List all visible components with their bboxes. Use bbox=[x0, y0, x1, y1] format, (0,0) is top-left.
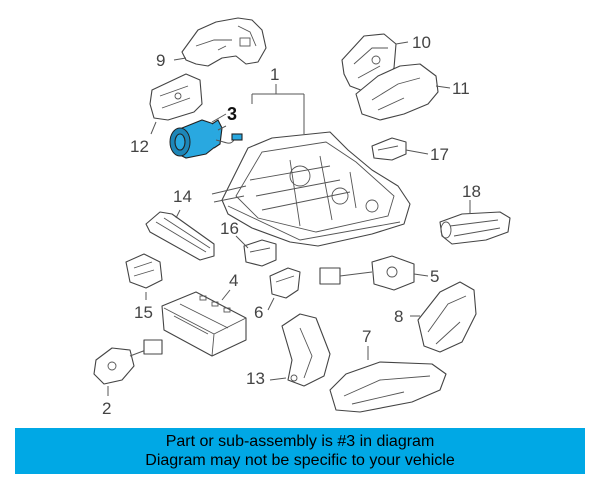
part-11[interactable] bbox=[355, 63, 439, 121]
part-14[interactable] bbox=[145, 211, 215, 261]
banner-line-1: Part or sub-assembly is #3 in diagram bbox=[165, 433, 435, 450]
callout-15: 15 bbox=[134, 303, 153, 322]
callout-10: 10 bbox=[412, 33, 431, 52]
part-8[interactable] bbox=[417, 281, 477, 353]
part-16[interactable] bbox=[243, 239, 277, 267]
part-6[interactable] bbox=[269, 267, 301, 299]
part-7[interactable] bbox=[329, 361, 447, 413]
callout-1: 1 bbox=[270, 65, 279, 84]
callout-7: 7 bbox=[362, 327, 371, 346]
callout-13: 13 bbox=[246, 369, 265, 388]
callout-14: 14 bbox=[173, 187, 192, 206]
callout-4: 4 bbox=[229, 271, 238, 290]
callout-6: 6 bbox=[254, 303, 263, 322]
banner-line-2: Diagram may not be specific to your vehi… bbox=[145, 452, 455, 469]
callout-12: 12 bbox=[130, 137, 149, 156]
callout-5: 5 bbox=[430, 267, 439, 286]
part-15[interactable] bbox=[125, 253, 163, 289]
part-4-module[interactable] bbox=[161, 291, 247, 357]
part-2[interactable] bbox=[93, 339, 163, 385]
part-17[interactable] bbox=[371, 137, 407, 161]
part-18[interactable] bbox=[439, 211, 511, 245]
part-13[interactable] bbox=[281, 313, 331, 387]
part-1-seat-frame[interactable] bbox=[211, 131, 411, 247]
part-9[interactable] bbox=[181, 17, 267, 67]
part-12[interactable] bbox=[149, 73, 203, 121]
parts-diagram: 1 9 12 3 10 11 17 18 14 16 4 5 6 15 8 7 … bbox=[93, 17, 511, 418]
callout-11: 11 bbox=[452, 79, 470, 98]
info-banner: Part or sub-assembly is #3 in diagram Di… bbox=[15, 428, 585, 474]
callout-8: 8 bbox=[394, 307, 403, 326]
callout-17: 17 bbox=[430, 145, 449, 164]
callout-2: 2 bbox=[102, 399, 111, 418]
callout-labels: 1 9 12 3 10 11 17 18 14 16 4 5 6 15 8 7 … bbox=[102, 33, 481, 418]
part-5[interactable] bbox=[319, 255, 415, 291]
callout-9: 9 bbox=[156, 51, 165, 70]
part-3-highlighted[interactable] bbox=[169, 119, 243, 159]
callout-16: 16 bbox=[220, 219, 239, 238]
callout-3-highlighted: 3 bbox=[227, 104, 237, 124]
callout-18: 18 bbox=[462, 182, 481, 201]
leader-lines bbox=[107, 41, 471, 396]
